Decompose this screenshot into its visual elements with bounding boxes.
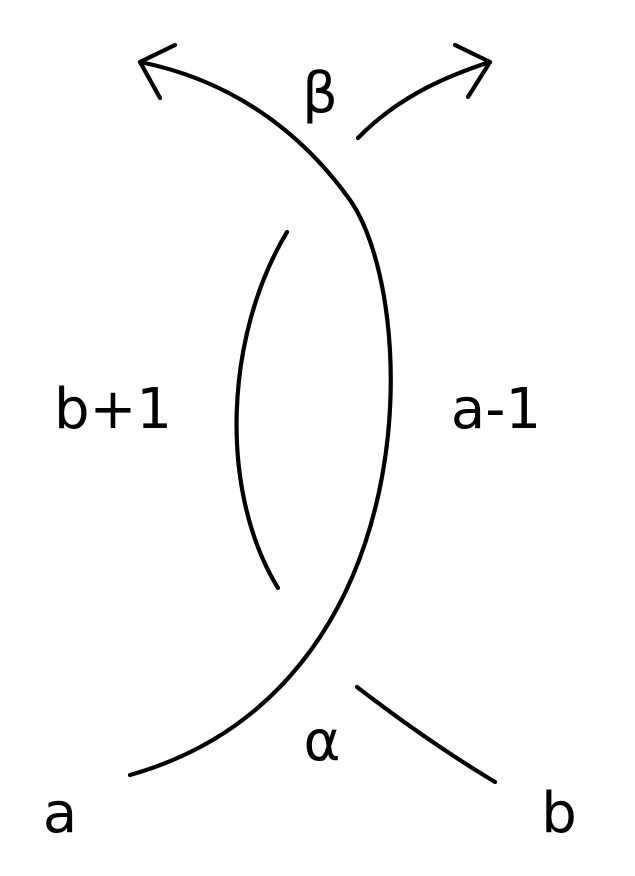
bottom-left-strand-label: a [43,781,77,846]
strand-inner-left-arc [234,229,290,591]
top-crossing-label: β [302,61,338,126]
top-right-arrowhead-icon [452,42,493,100]
strand-top-right [355,59,493,141]
top-left-arrowhead-icon [137,42,178,101]
left-region-label: b+1 [54,377,172,442]
bottom-right-strand-label: b [541,781,577,846]
bottom-crossing-label: α [304,709,341,774]
right-region-label: a-1 [451,377,541,442]
strand-b-bottom [354,684,498,785]
strand-a-over [127,59,393,778]
